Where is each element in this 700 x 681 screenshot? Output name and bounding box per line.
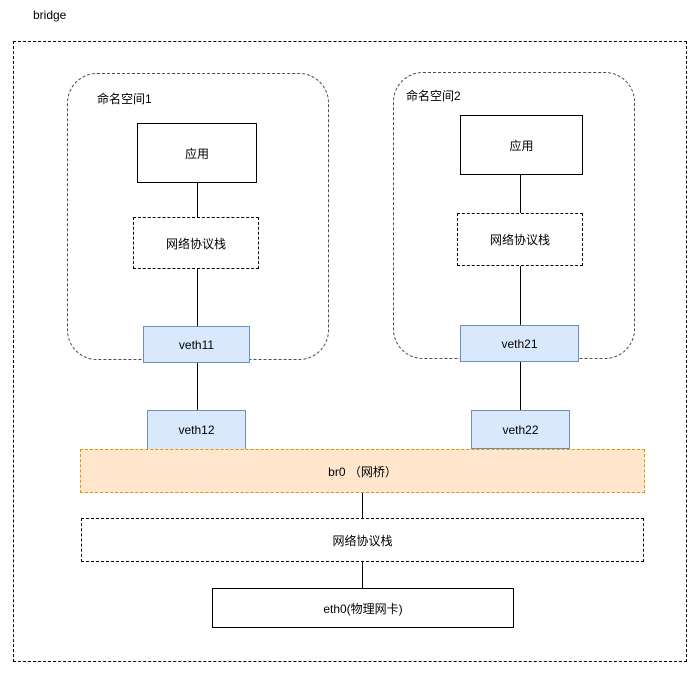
veth22-box: veth22	[471, 410, 570, 449]
diagram-title: bridge	[33, 8, 67, 22]
connector-line	[362, 562, 363, 588]
connector-line	[520, 362, 521, 410]
veth12-box: veth12	[147, 410, 246, 450]
connector-line	[520, 175, 521, 213]
namespace-1-app-box: 应用	[137, 123, 257, 183]
host-boundary	[13, 41, 687, 662]
namespace-2-label: 命名空间2	[406, 89, 461, 103]
connector-line	[197, 183, 198, 217]
veth11-box: veth11	[143, 326, 250, 363]
bridge-br0-box: br0 （网桥）	[80, 449, 645, 493]
connector-line	[197, 269, 198, 326]
connector-line	[197, 363, 198, 410]
namespace-1-protocol-stack-box: 网络协议栈	[133, 217, 259, 269]
veth21-box: veth21	[460, 325, 579, 362]
host-protocol-stack-box: 网络协议栈	[81, 518, 644, 562]
connector-line	[362, 493, 363, 518]
namespace-2-protocol-stack-box: 网络协议栈	[457, 213, 583, 266]
namespace-1-label: 命名空间1	[97, 92, 152, 106]
connector-line	[520, 266, 521, 325]
namespace-2-app-box: 应用	[460, 115, 583, 175]
eth0-nic-box: eth0(物理网卡)	[212, 588, 514, 628]
